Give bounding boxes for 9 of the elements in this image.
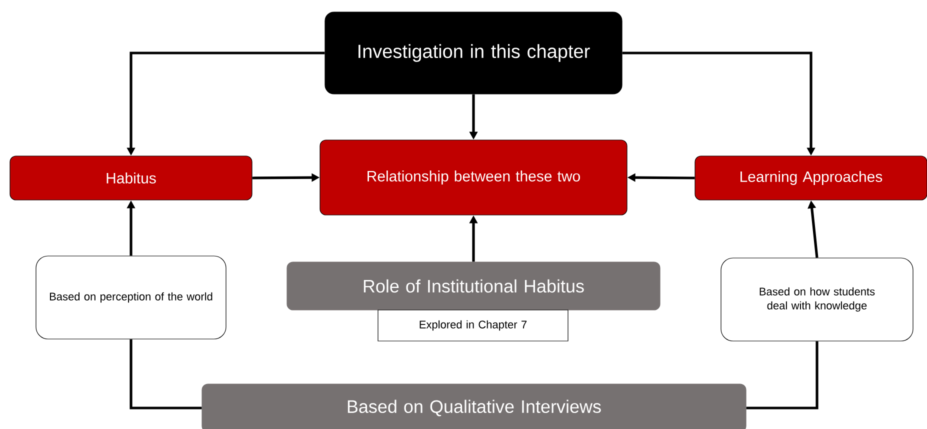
note-box: Explored in Chapter 7 — [378, 310, 568, 342]
method-box: Based on Qualitative Interviews — [202, 384, 746, 429]
note-box: Based on perception of the world — [36, 256, 226, 340]
relationship-box: Relationship between these two — [320, 140, 628, 216]
role-box: Role of Institutional Habitus — [286, 262, 660, 310]
concept-box: Learning Approaches — [694, 156, 927, 200]
note-box: Based on how students deal with knowledge — [720, 258, 914, 342]
concept-box: Habitus — [10, 156, 252, 200]
heading-box: Investigation in this chapter — [324, 12, 622, 94]
